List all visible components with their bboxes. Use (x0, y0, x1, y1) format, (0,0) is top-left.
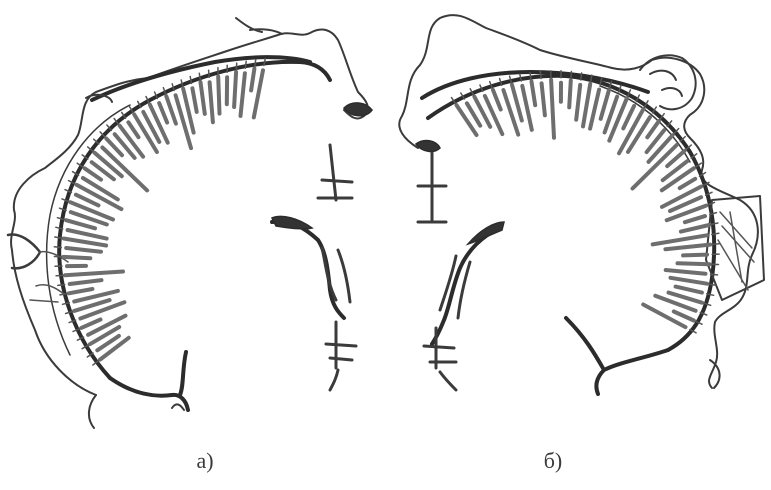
surface-tick (571, 72, 572, 79)
panel-b-basal-curl (566, 318, 668, 394)
radial-fiber (532, 82, 536, 106)
surface-tick (712, 244, 719, 245)
surface-tick (255, 60, 256, 67)
radial-fiber (210, 82, 213, 122)
radial-fiber (81, 320, 100, 328)
surface-tick (199, 73, 200, 80)
radial-fiber (68, 230, 107, 239)
radial-fiber (69, 289, 93, 293)
surface-tick (711, 274, 718, 275)
surface-tick (58, 285, 65, 286)
radial-fiber (674, 312, 694, 321)
radial-fiber (80, 302, 124, 318)
radial-fiber (583, 84, 590, 126)
radial-fiber (576, 85, 580, 120)
panel-a-basal-curl (110, 352, 188, 410)
radial-fiber (609, 98, 627, 141)
radial-fiber (633, 145, 677, 189)
panel-a-ventricle-wall (272, 222, 344, 318)
radial-fiber (457, 105, 477, 135)
panel-a-hemisphere-section (8, 18, 372, 428)
radial-fiber (70, 280, 102, 284)
panel-b-inner-arc (428, 76, 714, 350)
radial-fiber (254, 70, 263, 117)
surface-tick (54, 247, 61, 248)
radial-fiber (671, 278, 708, 284)
radial-fiber (192, 88, 196, 112)
radial-fiber (70, 202, 113, 219)
radial-fiber (653, 235, 707, 244)
panel-a-ventricle-cap (272, 216, 312, 228)
radial-fiber (681, 225, 709, 232)
radial-fiber (128, 122, 138, 137)
panel-a-label: a) (175, 448, 235, 474)
radial-fiber (159, 103, 167, 122)
radial-fiber (685, 216, 705, 222)
radial-fiber (649, 135, 673, 162)
radial-fiber (66, 220, 95, 228)
radial-fiber (569, 81, 571, 108)
radial-fiber (115, 134, 135, 158)
panel-b-label: б) (523, 448, 583, 474)
radial-fiber (551, 80, 554, 138)
radial-fiber (676, 287, 702, 293)
radial-fiber (218, 77, 219, 114)
panel-b-cross-marks (418, 148, 456, 390)
surface-tick (540, 72, 541, 79)
surface-tick (209, 70, 210, 77)
radial-fiber (251, 69, 254, 91)
radial-fiber (241, 73, 245, 116)
radial-fiber (601, 90, 609, 119)
panel-b-top-left-blob (416, 141, 440, 152)
panel-a-cross-marks (318, 145, 356, 390)
radial-fiber (85, 168, 101, 179)
radial-fiber (201, 82, 205, 114)
radial-fiber (522, 86, 532, 130)
radial-fiber (665, 245, 710, 250)
panel-b-radial-fibers (452, 71, 720, 333)
panel-a-basal-hook (89, 395, 184, 428)
surface-tick (245, 61, 246, 68)
radial-fiber (64, 239, 106, 246)
radial-fiber (680, 179, 696, 188)
radial-fiber (683, 255, 707, 256)
radial-fiber (65, 272, 123, 276)
radial-fiber (176, 95, 191, 148)
surface-tick (581, 73, 582, 80)
radial-fiber (66, 248, 101, 252)
radial-fiber (647, 121, 659, 137)
radial-fiber (666, 270, 706, 274)
panel-b-right-box-hatch (718, 212, 754, 290)
panel-b-ventricle-cap (468, 222, 504, 244)
radial-fiber (678, 263, 710, 264)
radial-fiber (63, 257, 90, 258)
radial-fiber (234, 72, 236, 107)
radial-fiber (493, 90, 501, 110)
radial-fiber (590, 90, 599, 129)
radial-fiber (542, 83, 545, 115)
